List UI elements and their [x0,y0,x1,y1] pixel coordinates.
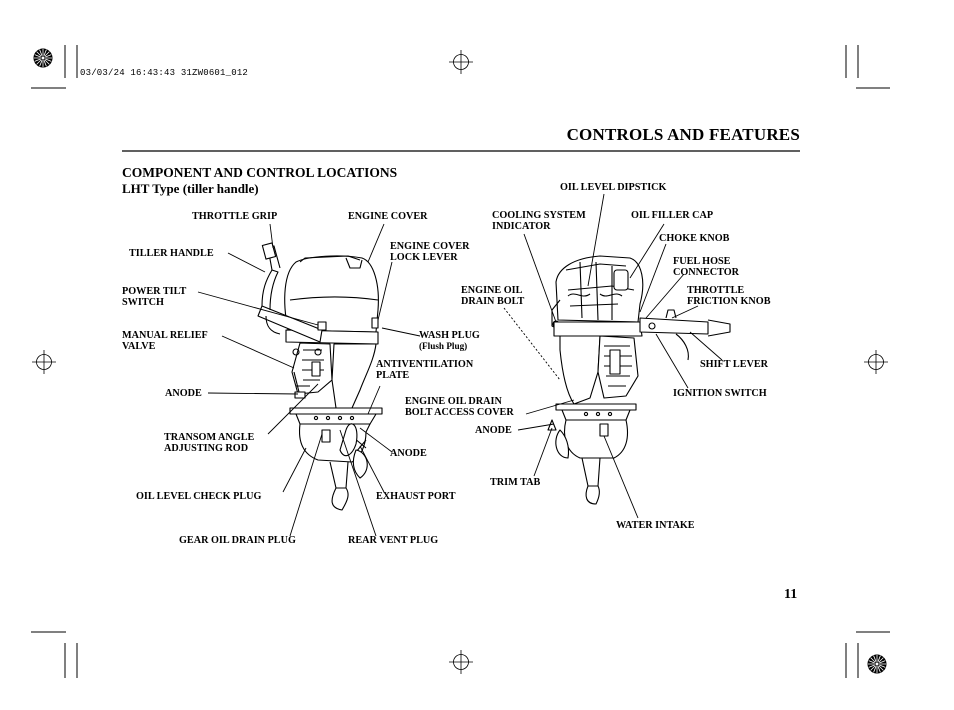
right-outboard-motor [547,255,731,505]
label-cooling-system-indicator: COOLING SYSTEM INDICATOR [492,210,586,232]
printer-marks [31,45,890,678]
label-transom-angle-adjusting-rod: TRANSOM ANGLE ADJUSTING ROD [164,432,255,454]
label-rear-vent-plug: REAR VENT PLUG [348,535,439,546]
label-trim-tab: TRIM TAB [490,477,541,488]
label-choke-knob: CHOKE KNOB [659,233,730,244]
registration-starburst-icon [867,654,887,674]
label-oil-level-check-plug: OIL LEVEL CHECK PLUG [136,491,262,502]
component-heading: COMPONENT AND CONTROL LOCATIONS [122,165,398,180]
label-exhaust-port: EXHAUST PORT [376,491,456,502]
label-oil-filler-cap: OIL FILLER CAP [631,210,714,221]
label-engine-cover-lock-lever: ENGINE COVER LOCK LEVER [390,241,470,263]
type-subheading: LHT Type (tiller handle) [122,181,259,196]
right-leader-lines [503,193,723,519]
registration-target-icon [31,349,57,375]
label-oil-level-dipstick: OIL LEVEL DIPSTICK [560,182,667,193]
label-engine-cover: ENGINE COVER [348,211,428,222]
label-throttle-friction-knob: THROTTLE FRICTION KNOB [687,285,771,307]
page-number: 11 [784,587,798,602]
left-leader-lines [197,223,421,537]
label-anode-lower: ANODE [390,448,427,459]
label-anode-right: ANODE [475,425,512,436]
label-fuel-hose-connector: FUEL HOSE CONNECTOR [673,256,740,278]
registration-target-icon [448,649,474,675]
label-antiventilation-plate: ANTIVENTILATION PLATE [376,359,474,381]
label-water-intake: WATER INTAKE [616,520,695,531]
print-stamp: 03/03/24 16:43:43 31ZW0601_012 [80,68,249,78]
section-title: CONTROLS AND FEATURES [566,125,800,144]
label-manual-relief-valve: MANUAL RELIEF VALVE [122,330,208,352]
label-engine-oil-drain-bolt: ENGINE OIL DRAIN BOLT [461,285,525,307]
label-ignition-switch: IGNITION SWITCH [673,388,767,399]
label-gear-oil-drain-plug: GEAR OIL DRAIN PLUG [179,535,296,546]
label-tiller-handle: TILLER HANDLE [129,248,214,259]
label-anode-upper: ANODE [165,388,202,399]
label-throttle-grip: THROTTLE GRIP [192,211,278,222]
registration-target-icon [863,349,889,375]
label-engine-oil-drain-bolt-access-cover: ENGINE OIL DRAIN BOLT ACCESS COVER [405,396,514,418]
left-outboard-motor [257,242,383,511]
label-flush-plug-note: (Flush Plug) [419,341,468,351]
label-wash-plug: WASH PLUG [419,330,480,341]
label-power-tilt-switch: POWER TILT SWITCH [122,286,187,308]
registration-starburst-icon [33,48,53,68]
registration-target-icon [448,49,474,75]
label-shift-lever: SHIFT LEVER [700,359,769,370]
